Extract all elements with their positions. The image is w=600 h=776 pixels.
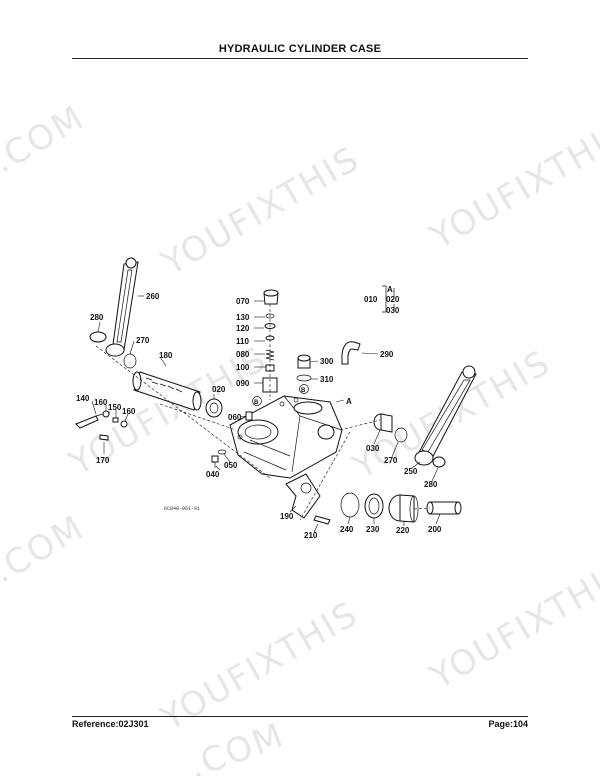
oring-240 [340, 492, 360, 518]
lift-arm-right [414, 365, 477, 466]
part-label: 210 [304, 531, 318, 540]
bushing-280-left [89, 331, 107, 343]
part-label: 080 [236, 350, 250, 359]
part-label: 090 [236, 379, 250, 388]
part-label: 270 [384, 456, 398, 465]
part-label: 070 [236, 297, 250, 306]
part-labels: 260 280 270 180 020 070 130 120 110 080 … [76, 285, 442, 540]
rod-200 [426, 501, 462, 515]
reference-circle [252, 396, 262, 406]
leader-lines [91, 295, 441, 533]
part-label: 130 [236, 313, 250, 322]
header-rule [72, 58, 528, 59]
part-label: 250 [404, 467, 418, 476]
lift-arm-plate-190 [285, 473, 321, 519]
reference-letter: A [387, 285, 393, 294]
part-label: 190 [280, 512, 294, 521]
washer-160-b [120, 420, 128, 428]
bolt-040 [211, 455, 219, 468]
watermark: YOUFIXTHIS [423, 552, 600, 698]
bushing-030-right [373, 413, 393, 433]
watermark: YOUFIXTHIS [62, 339, 274, 485]
part-label: 170 [96, 456, 110, 465]
footer-rule [72, 716, 528, 717]
watermark-fragment: .COM [0, 507, 92, 591]
reference-bracket [382, 285, 395, 313]
part-label: 120 [236, 324, 250, 333]
part-label: 220 [396, 526, 410, 535]
part-label: 270 [136, 336, 150, 345]
part-label: 160 [94, 398, 108, 407]
part-label: 200 [428, 525, 442, 534]
pin-210 [313, 515, 331, 525]
part-label: 300 [320, 357, 334, 366]
watermark: YOUFIXTHIS [153, 594, 365, 740]
pipe-290 [341, 341, 361, 365]
reference-letter: B [254, 400, 259, 406]
ring-230 [364, 493, 384, 519]
pin-150 [112, 417, 119, 423]
part-label: 040 [206, 470, 220, 479]
reference-letter: A [346, 397, 352, 406]
part-label: 160 [122, 407, 136, 416]
part-label: 280 [424, 480, 438, 489]
part-label: 150 [108, 403, 122, 412]
part-label: 230 [366, 525, 380, 534]
part-label: 010 [364, 295, 378, 304]
oring-270-right [394, 427, 408, 443]
reference-letter: B [301, 388, 306, 394]
lift-shaft [132, 371, 202, 411]
drawing-code: 6C040-061-01 [164, 506, 200, 512]
part-label: 110 [236, 337, 249, 346]
part-label: 290 [380, 350, 394, 359]
part-label: 100 [236, 363, 250, 372]
lift-arm-left [105, 257, 139, 357]
watermark-fragment: .COM [184, 716, 290, 776]
part-label: 310 [320, 375, 334, 384]
reference-number: Reference:02J301 [72, 719, 149, 729]
oring-310 [296, 374, 312, 382]
watermark-fragment: .COM [0, 97, 92, 181]
piston-220 [388, 494, 419, 523]
page-number: Page:104 [488, 719, 528, 729]
watermark: YOUFIXTHIS [155, 139, 367, 285]
cylinder-case-body [229, 395, 343, 479]
part-label: 020 [386, 295, 400, 304]
watermark: YOUFIXTHIS [423, 112, 600, 258]
part-label: 020 [212, 385, 226, 394]
part-label: 060 [228, 413, 242, 422]
pin-170 [99, 434, 109, 441]
part-label: 240 [340, 525, 354, 534]
plug-300 [297, 354, 311, 369]
part-label: 030 [366, 444, 380, 453]
part-label: 140 [76, 394, 90, 403]
oring-270-left [123, 353, 137, 369]
bolt-060 [245, 411, 253, 421]
page-title: HYDRAULIC CYLINDER CASE [218, 43, 382, 55]
part-label: 030 [386, 306, 400, 315]
part-label: 050 [224, 461, 238, 470]
reference-circle [299, 384, 309, 394]
bushing-280-right [432, 456, 446, 468]
part-label: 260 [146, 292, 160, 301]
relief-valve-stack [262, 289, 279, 400]
part-label: 180 [159, 351, 173, 360]
bushing-020-left [205, 398, 223, 418]
washer-050 [217, 449, 227, 455]
part-label: 280 [90, 313, 104, 322]
